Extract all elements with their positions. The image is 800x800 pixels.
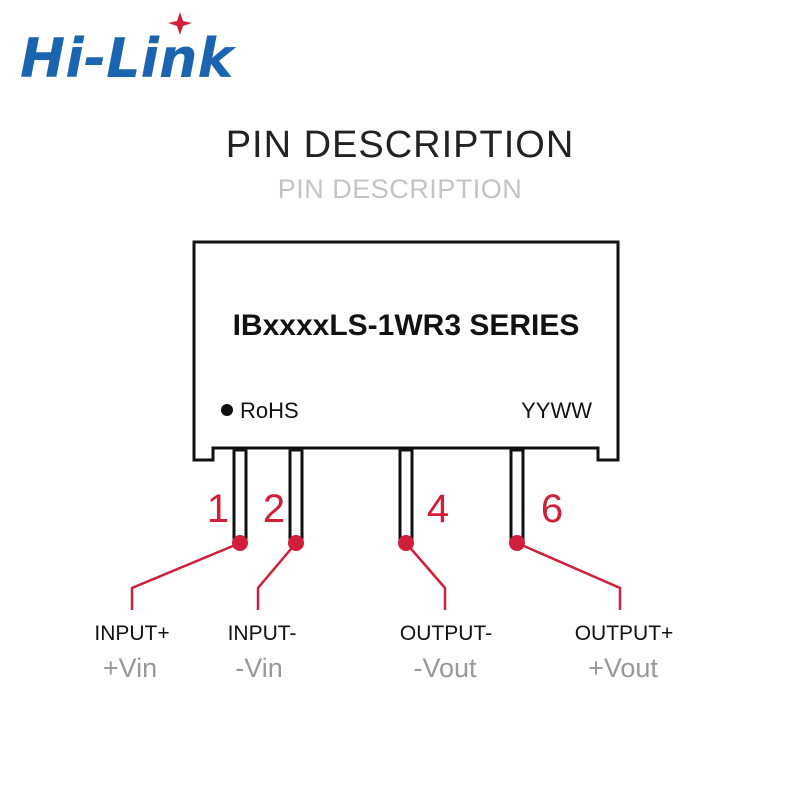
- pin-leg-1: [232, 448, 248, 540]
- pin-label-1: INPUT+: [94, 622, 169, 645]
- pin-sublabel-2: -Vin: [235, 653, 283, 683]
- leader-line-2: [256, 542, 297, 610]
- pin-number-6: 6: [541, 487, 563, 531]
- pin-sublabel-6: +Vout: [588, 653, 658, 683]
- logo-star-icon: [168, 12, 192, 35]
- pin-dot-6: [509, 535, 525, 551]
- pin-dot-4: [398, 535, 414, 551]
- series-label: IBxxxxLS-1WR3 SERIES: [233, 309, 580, 342]
- module-outline: [192, 240, 620, 462]
- page-title: PIN DESCRIPTION: [225, 124, 575, 166]
- leader-line-1: [130, 541, 241, 610]
- pin-label-2: INPUT-: [228, 622, 297, 645]
- date-code-label: YYWW: [521, 398, 592, 423]
- leader-line-6: [516, 541, 622, 610]
- pin-numbers: 1 2 4 6: [207, 487, 563, 531]
- rohs-label: RoHS: [240, 398, 299, 423]
- pin-dot-1: [232, 535, 248, 551]
- pin-leg-2: [288, 448, 304, 540]
- pin-legs: [232, 448, 525, 540]
- logo-wordmark: Hi-Link: [20, 27, 236, 90]
- pin-leg-6: [509, 448, 525, 540]
- module-package: IBxxxxLS-1WR3 SERIES RoHS YYWW: [192, 240, 620, 462]
- pin-sublabel-1: +Vin: [103, 653, 157, 683]
- pin-number-2: 2: [263, 487, 285, 531]
- page-subtitle: PIN DESCRIPTION: [277, 174, 523, 204]
- pin-labels: INPUT+ INPUT- OUTPUT- OUTPUT+ +Vin -Vin …: [94, 622, 673, 683]
- pin-sublabel-4: -Vout: [413, 653, 477, 683]
- pin-label-4: OUTPUT-: [400, 622, 492, 645]
- hi-link-logo: Hi-Link: [20, 12, 236, 90]
- leader-lines: [130, 541, 622, 610]
- pin1-marker-dot: [221, 404, 233, 416]
- pin-number-1: 1: [207, 487, 229, 531]
- pin-dot-2: [288, 535, 304, 551]
- pin-label-6: OUTPUT+: [575, 622, 674, 645]
- pin-dots: [232, 535, 525, 551]
- leader-line-4: [405, 542, 447, 610]
- pin-number-4: 4: [427, 487, 449, 531]
- pin-leg-4: [398, 448, 414, 540]
